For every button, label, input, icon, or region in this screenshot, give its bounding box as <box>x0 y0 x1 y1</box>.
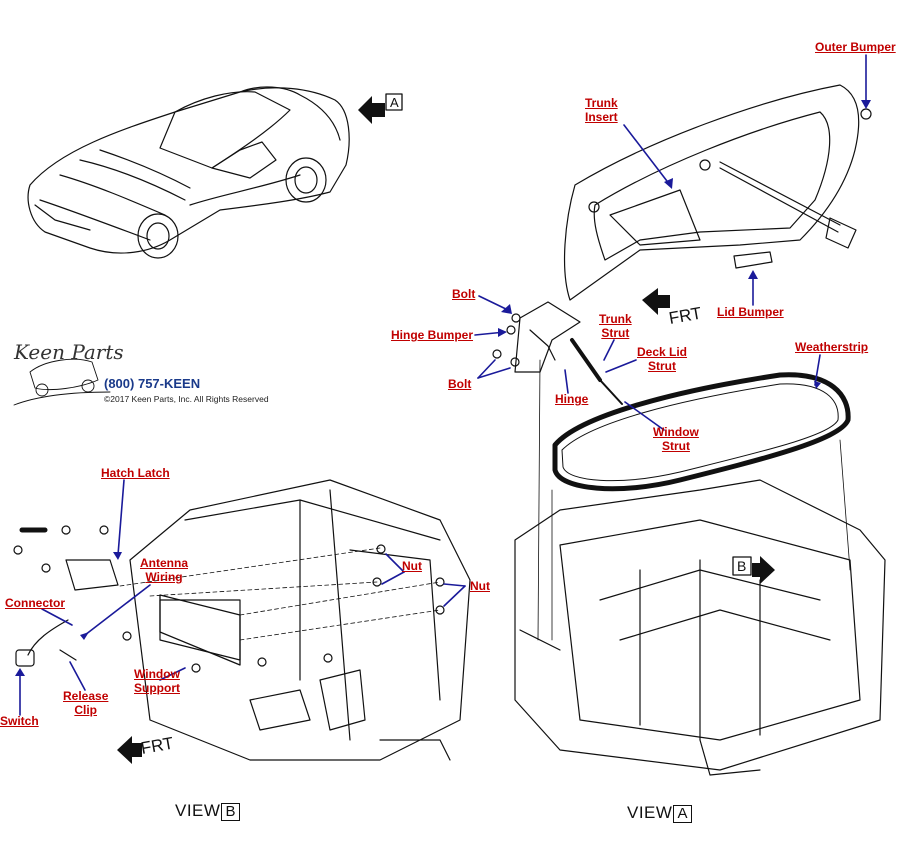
label-trunk-strut[interactable]: Trunk Strut <box>599 312 632 340</box>
label-release-clip-line2: Clip <box>74 703 98 717</box>
label-release-clip-line1: Release <box>63 689 109 703</box>
label-weatherstrip[interactable]: Weatherstrip <box>795 340 869 354</box>
label-window-support-line1: Window <box>134 667 180 681</box>
label-window-strut-line1: Window <box>653 425 699 439</box>
label-deck-lid-strut-line2: Strut <box>648 359 676 373</box>
view-a-letter: A <box>673 805 692 823</box>
label-window-strut[interactable]: Window Strut <box>653 425 699 453</box>
label-connector[interactable]: Connector <box>5 596 65 610</box>
label-trunk-insert[interactable]: Trunk Insert <box>585 96 618 124</box>
view-b-body <box>129 479 471 761</box>
label-hatch-latch[interactable]: Hatch Latch <box>101 466 170 480</box>
hinge-assembly <box>492 301 623 405</box>
trunk-lid <box>563 84 860 301</box>
logo-copyright: ©2017 Keen Parts, Inc. All Rights Reserv… <box>104 394 269 404</box>
view-b-letter: B <box>221 803 240 821</box>
label-bolt-bottom[interactable]: Bolt <box>448 377 472 391</box>
logo-phone: (800) 757-KEEN <box>104 376 201 391</box>
svg-text:FRT: FRT <box>667 304 703 328</box>
label-nut-2[interactable]: Nut <box>470 579 490 593</box>
label-hinge[interactable]: Hinge <box>555 392 589 406</box>
label-trunk-strut-line2: Strut <box>601 326 630 340</box>
label-lid-bumper[interactable]: Lid Bumper <box>717 305 784 319</box>
logo-brand: Keen Parts <box>14 340 124 364</box>
svg-text:FRT: FRT <box>139 734 175 758</box>
view-b-word: VIEW <box>175 801 221 820</box>
label-bolt-top[interactable]: Bolt <box>452 287 476 301</box>
label-window-support[interactable]: Window Support <box>134 667 180 695</box>
label-trunk-strut-line1: Trunk <box>599 312 632 326</box>
label-antenna-wiring[interactable]: Antenna Wiring <box>140 556 188 584</box>
view-a-ref-letter: A <box>390 95 399 110</box>
trunk-body <box>514 359 886 776</box>
label-hinge-bumper[interactable]: Hinge Bumper <box>391 328 474 342</box>
label-switch[interactable]: Switch <box>0 714 39 728</box>
label-deck-lid-strut[interactable]: Deck Lid Strut <box>637 345 687 373</box>
label-nut-1[interactable]: Nut <box>402 559 422 573</box>
hatch-latch-parts <box>13 525 445 673</box>
label-trunk-insert-line1: Trunk <box>585 96 618 110</box>
label-trunk-insert-line2: Insert <box>585 110 618 124</box>
weatherstrip-seal <box>552 372 851 492</box>
label-window-strut-line2: Strut <box>661 439 690 453</box>
label-window-support-line2: Support <box>134 681 180 695</box>
label-deck-lid-strut-line1: Deck Lid <box>637 345 688 359</box>
leader-lines <box>19 54 867 716</box>
car-illustration <box>27 86 350 259</box>
label-antenna-wiring-line2: Wiring <box>145 570 183 584</box>
logo-car <box>13 358 111 406</box>
view-a-word: VIEW <box>627 803 673 822</box>
label-release-clip[interactable]: Release Clip <box>63 689 108 717</box>
label-antenna-wiring-line1: Antenna <box>140 556 188 570</box>
view-b-ref-letter: B <box>737 558 747 574</box>
label-outer-bumper[interactable]: Outer Bumper <box>815 40 896 54</box>
